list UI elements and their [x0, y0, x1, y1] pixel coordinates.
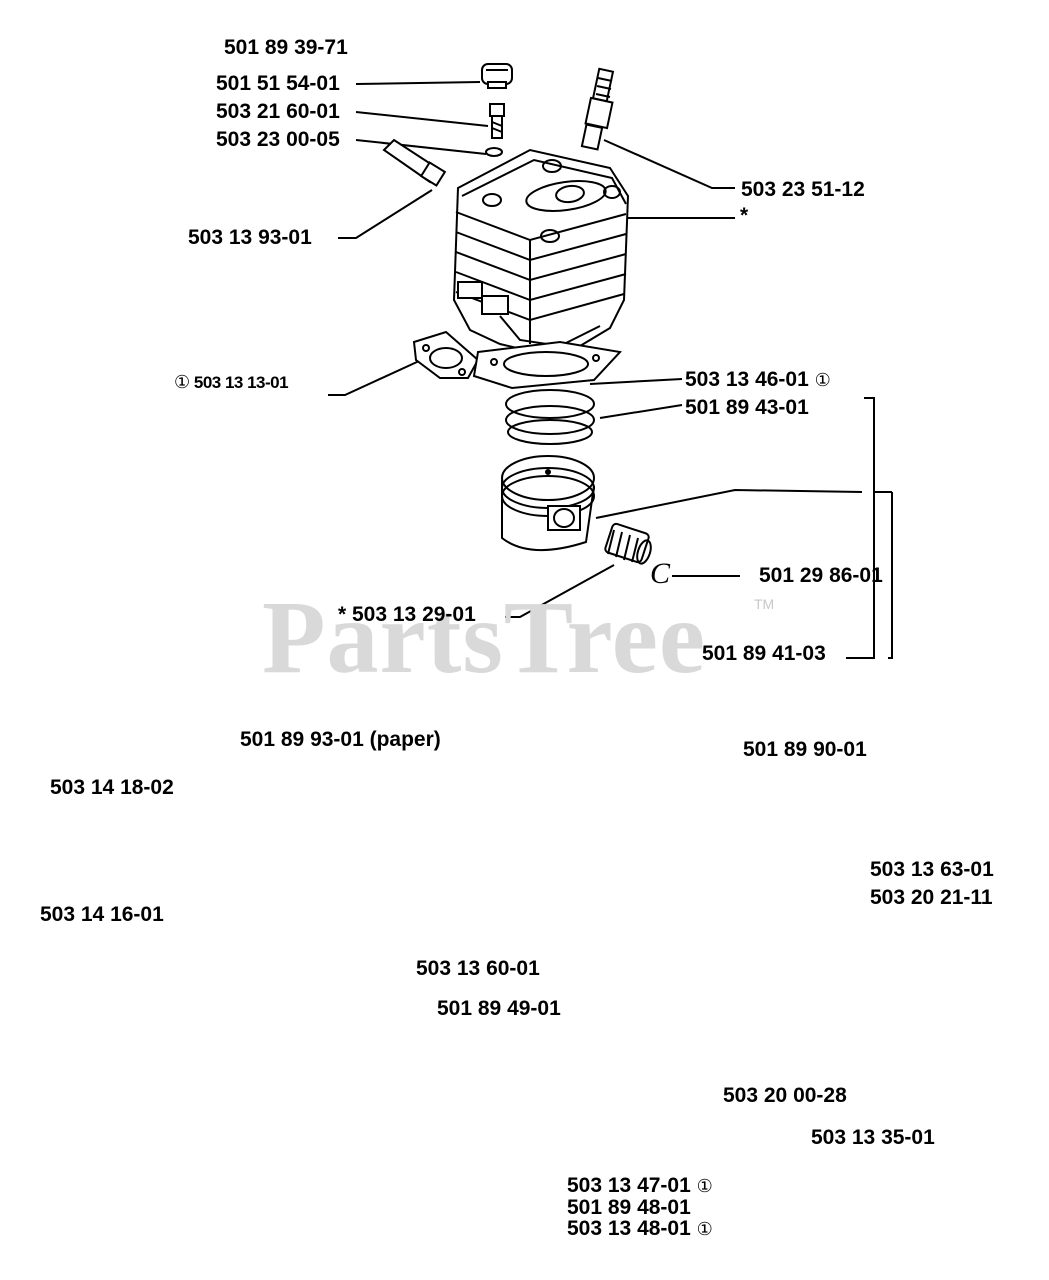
part-label: 501 89 48-01	[567, 1196, 691, 1219]
leader-line-needle-bearing	[505, 564, 615, 618]
part-label: 503 20 21-11	[870, 886, 993, 909]
part-label: 503 13 46-01 ①	[685, 368, 831, 392]
part-label: 503 13 93-01	[188, 226, 312, 249]
part-label: * 503 13 29-01	[338, 603, 476, 626]
leader-line-washer	[355, 139, 487, 155]
part-label: 503 14 18-02	[50, 776, 174, 799]
part-number: 503 13 48-01	[567, 1217, 691, 1240]
part-number: 503 13 47-01	[567, 1174, 691, 1197]
part-label: 503 13 63-01	[870, 858, 994, 881]
leader-line-decompression-valve	[338, 189, 433, 239]
part-label: 503 20 00-28	[723, 1084, 847, 1107]
part-label: 503 23 00-05	[216, 128, 340, 151]
part-label: 503 13 35-01	[811, 1126, 935, 1149]
base-gasket-part	[472, 340, 622, 390]
cylinder-part	[452, 148, 630, 360]
part-number: 503 13 13-01	[193, 373, 289, 392]
part-label: 503 14 16-01	[40, 903, 164, 926]
part-label: 501 89 39-71	[224, 36, 348, 59]
part-label: 501 89 41-03	[702, 642, 826, 665]
part-label: 503 13 60-01	[416, 957, 540, 980]
spark-plug-part	[580, 67, 615, 151]
leader-line-base-gasket	[589, 378, 683, 385]
part-label: 501 51 54-01	[216, 72, 340, 95]
part-number: 503 13 46-01	[685, 368, 809, 391]
part-label: 501 89 43-01	[685, 396, 809, 419]
kit-bracket-right	[888, 492, 893, 659]
bolt-part	[489, 103, 505, 139]
part-label: *	[740, 204, 749, 227]
circled-one-symbol: ①	[696, 1176, 713, 1196]
part-label: 501 29 86-01	[759, 564, 883, 587]
leader-line-cap	[355, 81, 481, 85]
kit-bracket	[846, 397, 875, 659]
part-label: ① 503 13 13-01	[174, 370, 289, 395]
piston-part	[501, 455, 595, 551]
leader-line-spark-plug	[603, 139, 735, 189]
part-label: 503 23 51-12	[741, 178, 865, 201]
piston-ring-part	[505, 389, 595, 445]
leader-line-gasket	[328, 355, 431, 396]
part-label: 501 89 49-01	[437, 997, 561, 1020]
leader-line-piston-ring	[599, 404, 683, 419]
part-label: 503 13 48-01 ①	[567, 1217, 713, 1241]
circled-one-symbol: ①	[696, 1219, 713, 1239]
washer-part	[485, 147, 503, 157]
leader-line-bolt	[355, 111, 489, 127]
part-label: 503 13 47-01 ①	[567, 1174, 713, 1198]
exhaust-gasket-part	[412, 330, 480, 379]
watermark: PartsTree	[262, 580, 707, 695]
part-label: 501 89 90-01	[743, 738, 867, 761]
circlip-glyph: C	[650, 557, 671, 590]
decompression-valve-part	[382, 138, 447, 187]
circled-one-symbol: ①	[174, 372, 190, 392]
needle-bearing-part	[604, 522, 652, 565]
watermark-trademark: TM	[754, 596, 775, 612]
part-label: 501 89 93-01 (paper)	[240, 728, 441, 751]
part-label: 503 21 60-01	[216, 100, 340, 123]
cylinder-cap-part	[481, 63, 513, 89]
leader-line-piston-kit	[595, 488, 863, 519]
circled-one-symbol: ①	[814, 370, 831, 390]
